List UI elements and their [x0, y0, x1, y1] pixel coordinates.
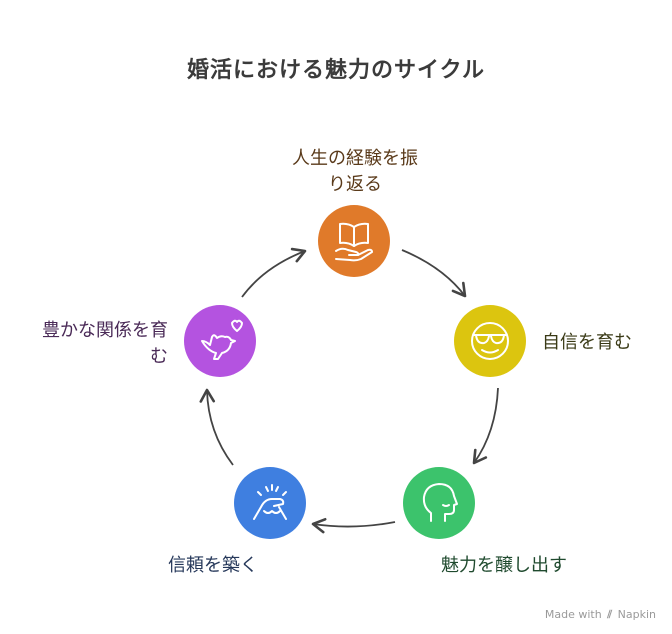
step-1-node [318, 205, 390, 277]
arrow-step5-to-step1 [241, 247, 307, 298]
arrow-step2-to-step3 [472, 387, 499, 465]
arrow-step3-to-step4 [311, 517, 396, 534]
step-2-node [454, 305, 526, 377]
head-profile-icon [422, 483, 458, 522]
step-4-label: 信頼を築く [168, 555, 258, 576]
step-5-node [184, 305, 256, 377]
handshake-icon [253, 484, 287, 520]
smiling-face-with-sunglasses-icon [471, 322, 509, 360]
arrow-step4-to-step5 [199, 388, 234, 466]
step-4-node [234, 467, 306, 539]
step-3-label: 魅力を醸し出す [441, 555, 567, 576]
step-5-label: 豊かな関係を育 む [42, 320, 168, 367]
step-3-node [403, 467, 475, 539]
step-1-label: 人生の経験を振 り返る [292, 148, 418, 195]
bird-with-heart-icon [201, 319, 243, 360]
open-book-in-hand-icon [335, 222, 373, 262]
napkin-watermark[interactable]: Made with ⫽ Napkin [544, 608, 656, 621]
arrow-step1-to-step2 [401, 249, 467, 298]
napkin-logo-icon: ⫽ [607, 608, 613, 621]
diagram-title: 婚活における魅力のサイクル [187, 58, 485, 83]
step-2-label: 自信を育む [542, 332, 632, 353]
